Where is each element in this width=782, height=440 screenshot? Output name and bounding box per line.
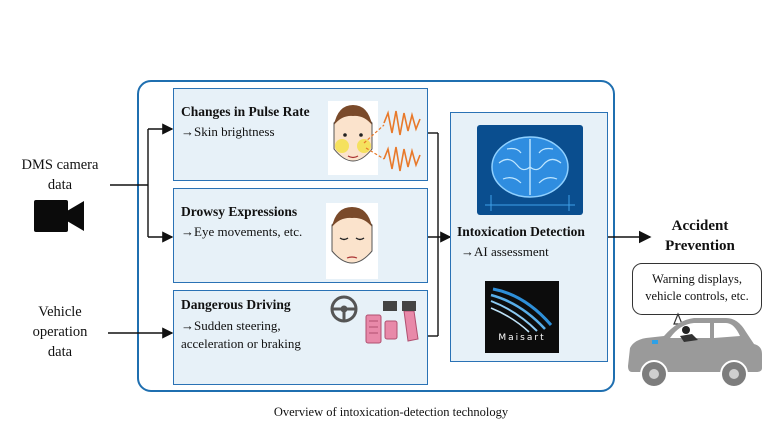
vehicle-label-line2: operation: [32, 324, 88, 340]
pulse-rate-box: Changes in Pulse Rate →Skin brightness: [173, 88, 428, 181]
dms-label-line1: DMS camera: [21, 157, 99, 173]
warning-bubble: Warning displays, vehicle controls, etc.: [632, 263, 762, 315]
dangerous-driving-sub1: →Sudden steering,: [181, 318, 281, 333]
vehicle-label-line3: data: [47, 344, 73, 360]
car-driver-icon: [628, 312, 762, 388]
bubble-line1: Warning displays,: [652, 272, 742, 286]
pedals-icon: [365, 301, 419, 344]
dms-camera-label: DMS camera data: [8, 155, 112, 195]
drowsy-expressions-box: Drowsy Expressions →Eye movements, etc.: [173, 188, 428, 283]
output-title-line2: Prevention: [665, 238, 735, 254]
vehicle-label-line1: Vehicle: [38, 304, 82, 320]
drowsy-expressions-sub: →Eye movements, etc.: [181, 224, 303, 239]
accident-prevention-label: Accident Prevention: [652, 216, 748, 256]
pulse-rate-title: Changes in Pulse Rate: [181, 104, 310, 119]
drowsy-face-icon: [326, 203, 378, 279]
dangerous-driving-title: Dangerous Driving: [181, 297, 291, 312]
detection-sub: →AI assessment: [461, 244, 549, 259]
drowsy-expressions-title: Drowsy Expressions: [181, 204, 298, 219]
intoxication-detection-box: Intoxication Detection →AI assessment Ma…: [450, 112, 608, 362]
detection-title: Intoxication Detection: [457, 224, 585, 239]
pulse-rate-sub: →Skin brightness: [181, 124, 275, 139]
face-pulse-icon: [328, 101, 421, 175]
dms-label-line2: data: [47, 177, 73, 193]
maisart-swoosh-icon: [490, 287, 553, 333]
video-camera-icon: [34, 200, 84, 232]
output-title-line1: Accident: [671, 218, 729, 234]
maisart-logo-text: Maisart: [498, 333, 546, 343]
bubble-line2: vehicle controls, etc.: [645, 289, 749, 303]
steering-wheel-icon: [330, 295, 358, 323]
maisart-logo: Maisart: [485, 281, 559, 353]
dangerous-driving-sub2: acceleration or braking: [181, 336, 301, 351]
vehicle-data-label: Vehicle operation data: [8, 302, 112, 362]
dangerous-driving-box: Dangerous Driving →Sudden steering, acce…: [173, 290, 428, 385]
figure-caption: Overview of intoxication-detection techn…: [273, 405, 509, 419]
system-frame: [137, 80, 615, 392]
ai-brain-icon: [477, 125, 583, 215]
